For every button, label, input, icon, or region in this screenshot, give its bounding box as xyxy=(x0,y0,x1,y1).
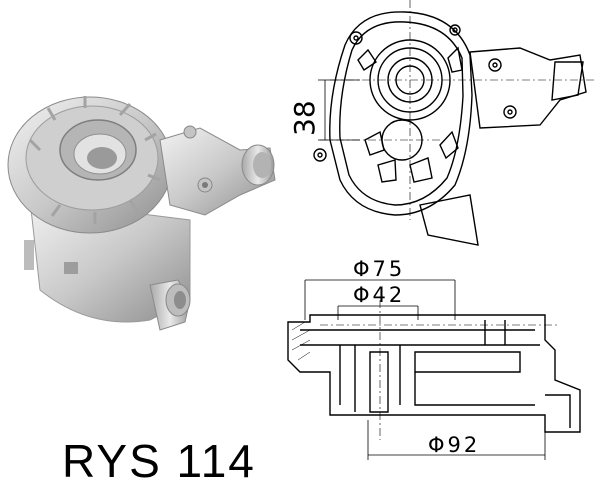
dimension-lines xyxy=(304,279,546,460)
part-photo xyxy=(7,96,276,331)
dimension-92-label: Φ92 xyxy=(428,433,480,457)
technical-sheet: 38 Φ75 Φ42 Φ92 xyxy=(7,0,595,460)
side-view-drawing xyxy=(287,314,581,433)
dimension-38 xyxy=(318,79,360,141)
side-view-hatching xyxy=(291,321,311,361)
dimension-42-label: Φ42 xyxy=(353,283,405,307)
part-number-caption: RYS 114 xyxy=(62,435,256,487)
dimension-38-label: 38 xyxy=(288,100,321,136)
dimension-75-label: Φ75 xyxy=(353,257,405,281)
top-view-drawing xyxy=(313,11,587,246)
